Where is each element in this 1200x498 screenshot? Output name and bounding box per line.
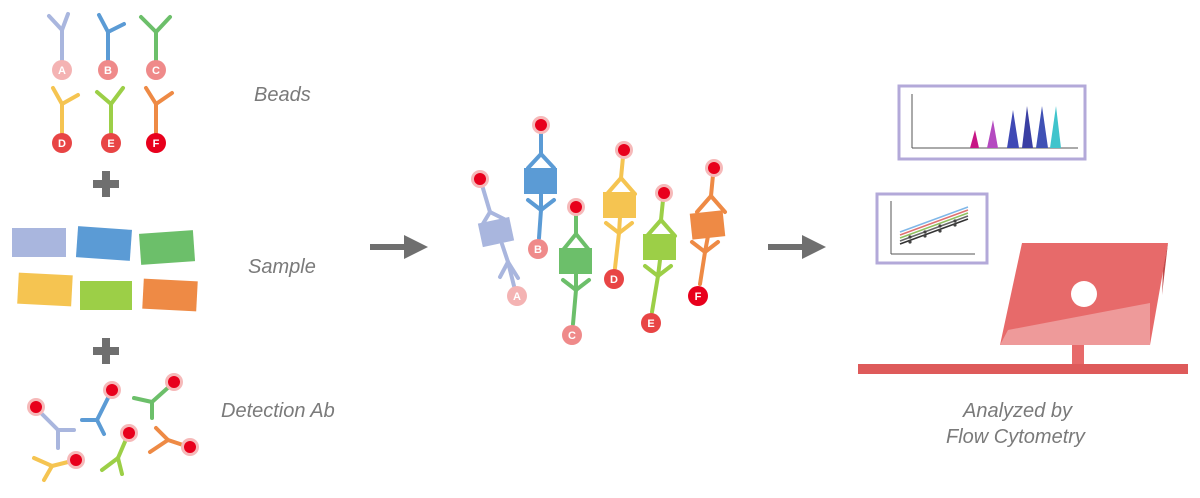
beads-label: Beads [254, 84, 311, 106]
complexes-group: A B C [471, 116, 727, 345]
histogram-plot [897, 84, 1087, 161]
plus-icon-1 [93, 171, 119, 197]
svg-text:A: A [513, 291, 521, 303]
svg-text:F: F [695, 291, 702, 303]
sample-block-e [80, 281, 132, 310]
bead-d: D [51, 86, 80, 153]
sample-block-d [17, 272, 73, 307]
arrow-icon-2 [768, 235, 826, 259]
sample-label: Sample [248, 256, 316, 278]
beads-group: A B C D E [47, 12, 174, 153]
detection-ab-group [27, 373, 199, 482]
analyzed-by-label: Analyzed by [963, 400, 1072, 422]
bead-label-c: C [152, 65, 160, 77]
detection-ab-label: Detection Ab [221, 400, 335, 422]
svg-text:D: D [610, 274, 618, 286]
svg-text:B: B [534, 244, 542, 256]
svg-text:C: C [568, 330, 576, 342]
bead-b: B [97, 13, 126, 80]
sample-block-c [139, 230, 196, 265]
plus-icon-2 [93, 338, 119, 364]
bead-c: C [139, 15, 172, 80]
sample-block-a [12, 228, 66, 257]
bead-label-d: D [58, 138, 66, 150]
bead-label-e: E [107, 138, 114, 150]
bead-f: F [144, 86, 174, 153]
detection-ab-6 [148, 426, 199, 456]
detection-ab-3 [132, 373, 183, 420]
bead-label-a: A [58, 65, 66, 77]
detection-ab-4 [100, 424, 138, 476]
complex-a: A [471, 170, 527, 306]
sample-block-f [142, 278, 198, 312]
arrow-icon-1 [370, 235, 428, 259]
complex-c: C [559, 198, 592, 345]
flow-cytometer-monitor [858, 243, 1188, 374]
detection-ab-5 [32, 451, 85, 482]
sample-group [12, 226, 198, 312]
standard-curve-plot [875, 192, 989, 265]
detection-ab-1 [27, 398, 76, 450]
complex-f: F [688, 159, 727, 306]
bead-e: E [95, 86, 125, 153]
svg-text:E: E [647, 318, 654, 330]
bead-label-f: F [153, 138, 160, 150]
flow-cytometry-label: Flow Cytometry [946, 426, 1085, 448]
bead-a: A [47, 12, 72, 80]
detection-ab-2 [80, 381, 121, 436]
complex-d: D [603, 141, 637, 289]
complex-e: E [641, 184, 677, 333]
complex-b: B [524, 116, 557, 259]
sample-block-b [75, 226, 132, 261]
bead-label-b: B [104, 65, 112, 77]
